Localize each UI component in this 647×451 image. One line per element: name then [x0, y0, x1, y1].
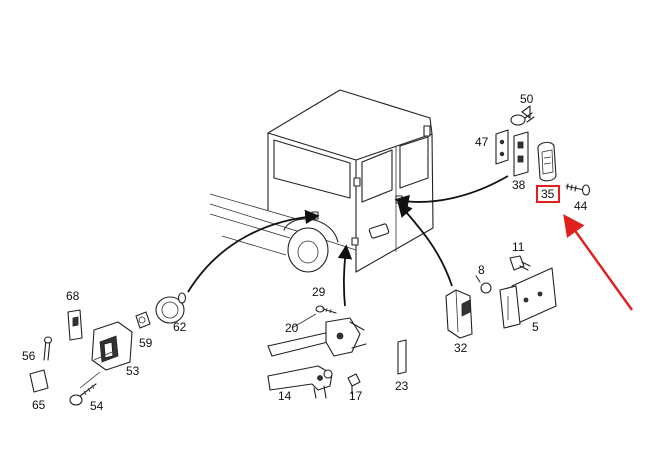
part-44-bolt — [565, 183, 591, 196]
label-35: 35 — [541, 187, 555, 201]
part-47-bracket — [495, 129, 509, 165]
label-38: 38 — [512, 178, 526, 192]
label-65: 65 — [32, 398, 46, 412]
part-59-grommet — [135, 311, 151, 329]
label-62: 62 — [173, 320, 187, 334]
label-23: 23 — [395, 379, 409, 393]
part-labels: 50 47 38 35 44 11 8 5 32 29 20 23 14 17 … — [22, 92, 588, 413]
label-68: 68 — [66, 289, 80, 303]
label-8: 8 — [478, 263, 485, 277]
part-32-block — [445, 289, 473, 339]
part-54-screw — [69, 383, 97, 406]
label-56: 56 — [22, 349, 36, 363]
part-5-hinge — [499, 267, 557, 329]
label-59: 59 — [139, 336, 153, 350]
part-56-pin — [43, 336, 53, 361]
label-5: 5 — [532, 320, 539, 334]
highlight-35 — [536, 185, 633, 311]
label-32: 32 — [454, 341, 468, 355]
part-53-housing — [91, 321, 133, 371]
callout-arrows — [187, 175, 509, 307]
label-44: 44 — [574, 199, 588, 213]
part-20-rod-assembly — [267, 317, 367, 357]
label-20: 20 — [285, 321, 299, 335]
part-11-bolt — [509, 255, 531, 271]
label-50: 50 — [520, 92, 534, 106]
part-29-screw — [315, 305, 337, 314]
part-35-catch — [537, 141, 557, 182]
label-47: 47 — [475, 135, 489, 149]
label-17: 17 — [349, 389, 363, 403]
van-body — [209, 89, 434, 273]
label-29: 29 — [312, 285, 326, 299]
part-38-plate — [513, 131, 529, 177]
label-54: 54 — [90, 399, 104, 413]
label-14: 14 — [278, 389, 292, 403]
part-50-screw — [510, 105, 535, 126]
part-62-cap — [155, 292, 187, 324]
part-68-clip — [67, 309, 83, 341]
label-11: 11 — [512, 240, 525, 254]
part-14-latch — [267, 365, 333, 399]
part-17-screw — [347, 373, 361, 395]
leader-lines — [79, 313, 317, 389]
part-23-strip — [397, 339, 407, 375]
label-53: 53 — [126, 364, 140, 378]
highlight-arrow — [563, 214, 633, 311]
part-65-cap — [29, 369, 49, 393]
part-8-washer — [475, 275, 492, 294]
highlight-box — [536, 185, 560, 203]
